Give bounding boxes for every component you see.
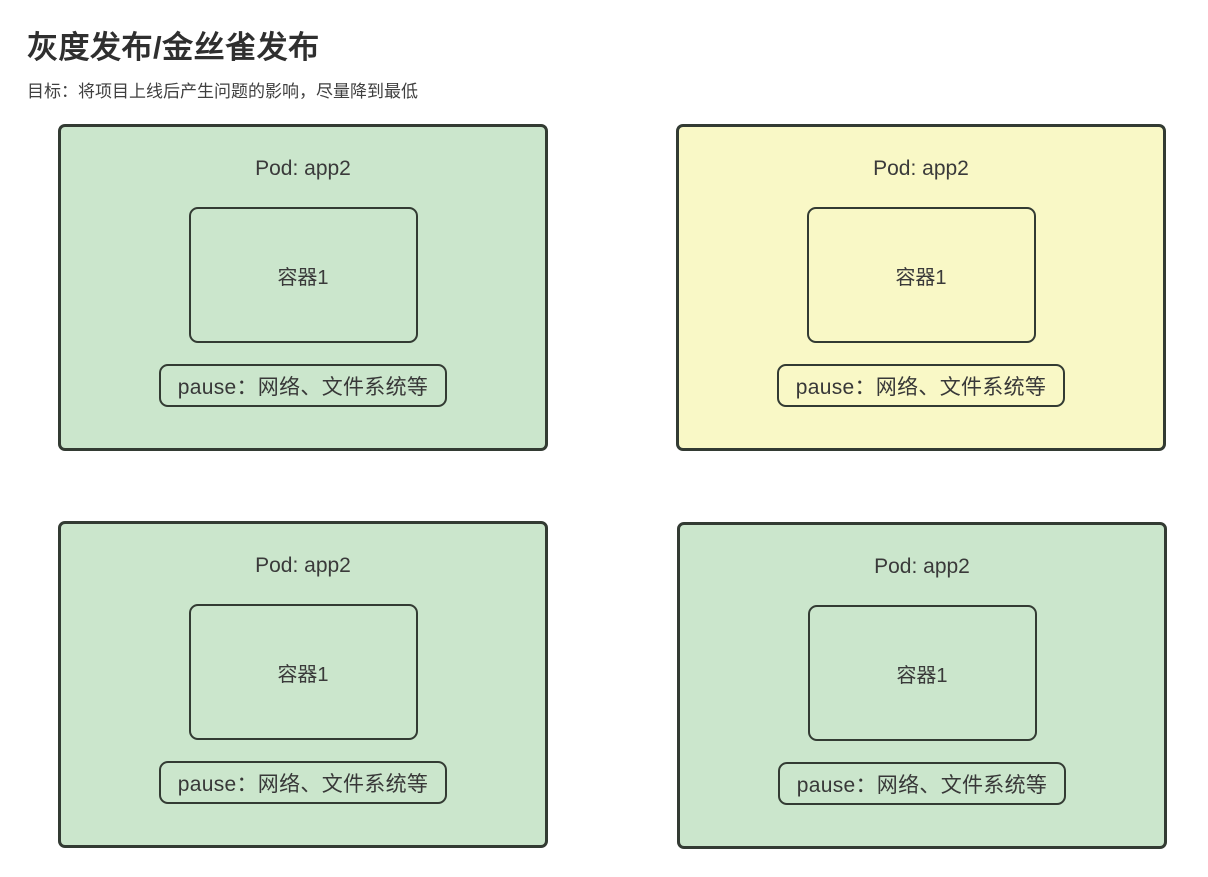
pause-box: pause：网络、文件系统等	[158, 364, 448, 407]
container-box: 容器1	[806, 207, 1036, 343]
container-label: 容器1	[895, 266, 947, 289]
page-subtitle: 目标：将项目上线后产生问题的影响，尽量降到最低	[27, 82, 418, 101]
container-box: 容器1	[188, 604, 418, 740]
pod-card-bottom-right: Pod: app2 容器1 pause：网络、文件系统等	[677, 522, 1167, 849]
pod-title: Pod: app2	[255, 157, 351, 180]
pod-card-top-left: Pod: app2 容器1 pause：网络、文件系统等	[58, 124, 548, 451]
pause-box: pause：网络、文件系统等	[776, 364, 1066, 407]
pause-box: pause：网络、文件系统等	[777, 762, 1067, 805]
pod-title: Pod: app2	[255, 554, 351, 577]
pause-box: pause：网络、文件系统等	[158, 761, 448, 804]
pod-card-bottom-left: Pod: app2 容器1 pause：网络、文件系统等	[58, 521, 548, 848]
pod-title: Pod: app2	[874, 555, 970, 578]
container-box: 容器1	[807, 605, 1037, 741]
page-title: 灰度发布/金丝雀发布	[27, 30, 320, 65]
container-label: 容器1	[277, 266, 329, 289]
container-label: 容器1	[896, 664, 948, 687]
pod-card-top-right: Pod: app2 容器1 pause：网络、文件系统等	[676, 124, 1166, 451]
pod-title: Pod: app2	[873, 157, 969, 180]
container-label: 容器1	[277, 663, 329, 686]
container-box: 容器1	[188, 207, 418, 343]
